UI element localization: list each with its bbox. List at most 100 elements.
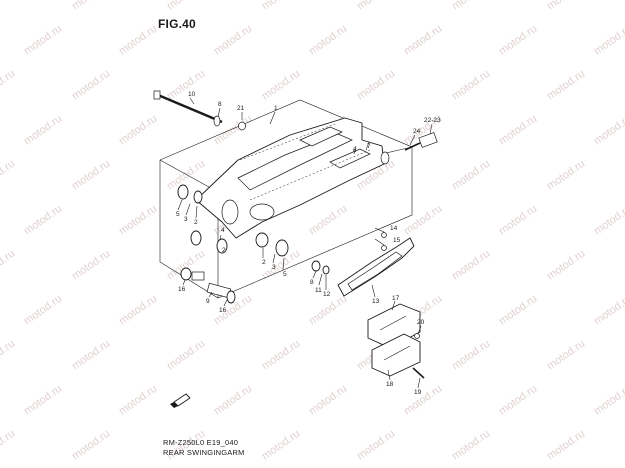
watermark-text: motod.ru: [402, 203, 444, 238]
callout-19: 19: [414, 389, 422, 396]
watermark-text: motod.ru: [70, 248, 112, 283]
callout-10: 10: [188, 91, 196, 98]
watermark-text: motod.ru: [0, 248, 17, 283]
figure-title: FIG.40: [158, 17, 196, 31]
callout-21: 21: [237, 105, 245, 112]
watermark-text: motod.ru: [0, 68, 17, 103]
callout-8a: 8: [218, 101, 222, 108]
callout-14: 14: [390, 225, 398, 232]
direction-symbol: [170, 393, 191, 408]
chain-buffer: [337, 232, 415, 297]
watermark-text: motod.ru: [117, 23, 159, 58]
callout-24: 24: [413, 128, 421, 135]
watermark-text: motod.ru: [117, 293, 159, 328]
callout-20: 20: [417, 319, 425, 326]
watermark-text: motod.ru: [70, 68, 112, 103]
axle-bolt: [153, 90, 223, 127]
callout-1: 1: [274, 105, 278, 112]
section-name: REAR SWINGINGARM: [163, 448, 245, 457]
watermark-text: motod.ru: [260, 0, 302, 12]
watermark-text: motod.ru: [450, 158, 492, 193]
watermark-text: motod.ru: [497, 203, 539, 238]
callout-17: 17: [392, 295, 400, 302]
watermark-text: motod.ru: [545, 248, 587, 283]
collars-16-9: [180, 267, 236, 304]
watermark-text: motod.ru: [117, 383, 159, 418]
watermark-text: motod.ru: [450, 248, 492, 283]
watermark-text: motod.ru: [70, 338, 112, 373]
watermark-text: motod.ru: [402, 383, 444, 418]
watermark-text: motod.ru: [402, 23, 444, 58]
watermark-text: motod.ru: [0, 158, 17, 193]
watermark-text: motod.ru: [307, 203, 349, 238]
watermark-text: motod.ru: [592, 23, 625, 58]
nut-21: [238, 121, 246, 131]
watermark-text: motod.ru: [22, 293, 64, 328]
watermark-text: motod.ru: [592, 113, 625, 148]
watermark-text: motod.ru: [70, 428, 112, 463]
watermark-text: motod.ru: [0, 0, 17, 12]
watermark-text: motod.ru: [355, 68, 397, 103]
callout-13: 13: [372, 298, 380, 305]
watermark-text: motod.ru: [117, 203, 159, 238]
watermark-text: motod.ru: [545, 0, 587, 12]
washers-8-11-12: [311, 260, 330, 275]
watermark-text: motod.ru: [22, 203, 64, 238]
watermark-text: motod.ru: [165, 0, 207, 12]
watermark-text: motod.ru: [450, 0, 492, 12]
watermark-text: motod.ru: [592, 383, 625, 418]
callout-16a: 16: [178, 286, 186, 293]
callout-2a: 2: [194, 219, 198, 226]
watermark-text: motod.ru: [497, 23, 539, 58]
watermark-text: motod.ru: [545, 68, 587, 103]
callout-7: 7: [367, 143, 371, 150]
watermark-text: motod.ru: [592, 203, 625, 238]
watermark-text: motod.ru: [355, 0, 397, 12]
watermark-text: motod.ru: [212, 23, 254, 58]
callout-4: 4: [221, 227, 225, 234]
watermark-text: motod.ru: [307, 23, 349, 58]
watermark-text: motod.ru: [545, 158, 587, 193]
watermark-text: motod.ru: [450, 338, 492, 373]
callout-12: 12: [323, 291, 331, 298]
watermark-text: motod.ru: [497, 383, 539, 418]
callout-22-23: 22-23: [424, 117, 441, 124]
watermark-text: motod.ru: [165, 68, 207, 103]
watermark-text: motod.ru: [592, 293, 625, 328]
callout-9: 9: [206, 298, 210, 305]
watermark-text: motod.ru: [497, 293, 539, 328]
watermark-text: motod.ru: [70, 158, 112, 193]
watermark-text: motod.ru: [22, 23, 64, 58]
chain-adjuster: [380, 132, 438, 165]
callout-2b: 2: [222, 247, 226, 254]
watermark-text: motod.ru: [165, 338, 207, 373]
callout-16b: 16: [219, 307, 227, 314]
callout-18: 18: [386, 381, 394, 388]
callout-11: 11: [315, 287, 322, 294]
leader-lines: [177, 97, 433, 389]
callout-15: 15: [393, 237, 401, 244]
callout-2c: 2: [262, 259, 266, 266]
watermark-text: motod.ru: [545, 338, 587, 373]
watermark-text: motod.ru: [212, 383, 254, 418]
watermark-text: motod.ru: [70, 0, 112, 12]
callout-labels: 10 8 21 1 24 22-23 7 6 5 3 2 4 2 2 3 5 1…: [176, 91, 441, 396]
watermark-text: motod.ru: [0, 428, 17, 463]
callout-6: 6: [353, 147, 357, 154]
callout-5a: 5: [176, 211, 180, 218]
callout-8b: 8: [310, 279, 314, 286]
callout-3b: 3: [272, 264, 276, 271]
model-code: RM-Z250L0 E19_040: [163, 438, 239, 447]
watermark-text: motod.ru: [355, 428, 397, 463]
watermark-text: motod.ru: [307, 383, 349, 418]
callout-5b: 5: [283, 271, 287, 278]
watermark-text: motod.ru: [117, 113, 159, 148]
watermark-text: motod.ru: [450, 428, 492, 463]
watermark-text: motod.ru: [22, 113, 64, 148]
watermark-text: motod.ru: [450, 68, 492, 103]
pivot-bearings: [177, 184, 289, 257]
watermark-text: motod.ru: [0, 338, 17, 373]
